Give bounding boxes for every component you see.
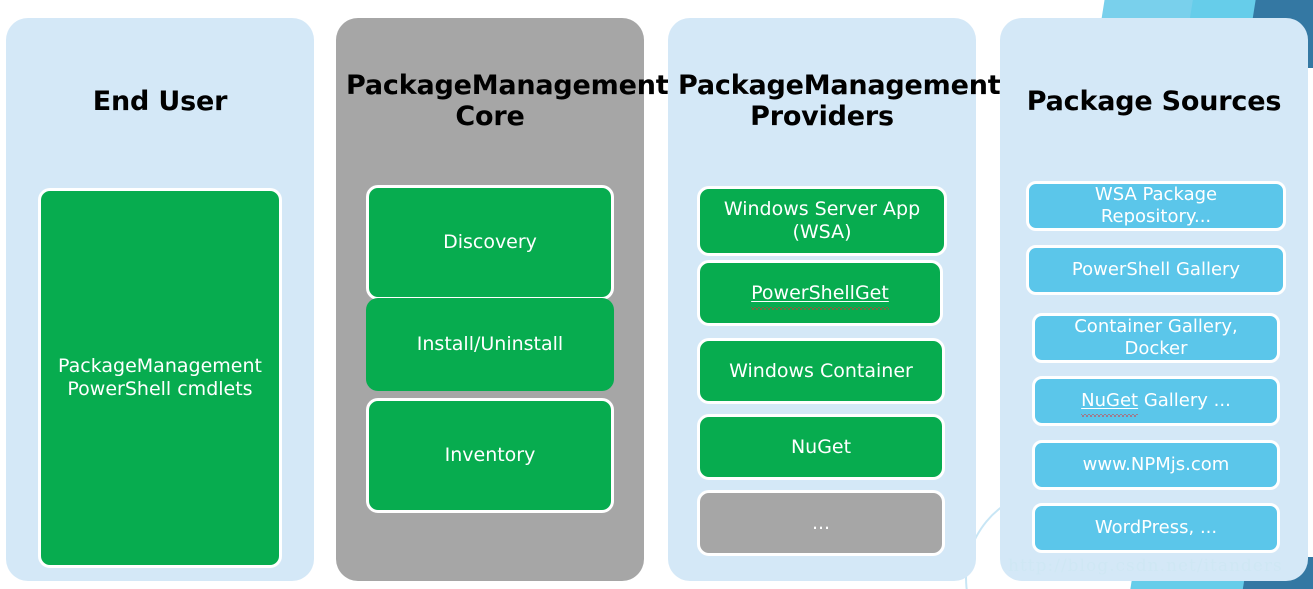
box-powershellget[interactable]: PowerShellGet xyxy=(697,260,943,326)
column-packagemanagement-core: PackageManagement Core Discovery Install… xyxy=(336,18,669,581)
column-title-packagemanagement-providers: PackageManagement Providers xyxy=(678,70,1001,133)
column-package-sources: Package Sources WSA Package Repository..… xyxy=(1000,18,1308,581)
box-more-providers[interactable]: ... xyxy=(697,490,945,556)
column-packagemanagement-providers: PackageManagement Providers Windows Serv… xyxy=(668,18,1001,581)
column-end-user: End User PackageManagement PowerShell cm… xyxy=(6,18,314,581)
watermark-url: http://blog.csdn.net/itanders xyxy=(1008,556,1283,576)
box-wordpress[interactable]: WordPress, ... xyxy=(1032,503,1280,553)
misspelled-word-nuget: NuGet xyxy=(1081,390,1139,412)
box-npmjs[interactable]: www.NPMjs.com xyxy=(1032,440,1280,490)
box-powershellget-label: PowerShellGet xyxy=(751,281,889,311)
box-nuget-gallery-label: NuGet Gallery ... xyxy=(1081,390,1231,412)
column-title-packagemanagement-core: PackageManagement Core xyxy=(346,70,669,133)
column-title-package-sources: Package Sources xyxy=(1026,86,1282,117)
box-discovery[interactable]: Discovery xyxy=(366,185,614,300)
column-title-end-user: End User xyxy=(92,86,228,117)
box-container-gallery-docker[interactable]: Container Gallery, Docker xyxy=(1032,313,1280,363)
box-windows-server-app-wsa[interactable]: Windows Server App (WSA) xyxy=(697,186,947,256)
box-nuget-gallery[interactable]: NuGet Gallery ... xyxy=(1032,376,1280,426)
box-windows-container[interactable]: Windows Container xyxy=(697,338,945,404)
box-inventory[interactable]: Inventory xyxy=(366,398,614,513)
box-nuget[interactable]: NuGet xyxy=(697,414,945,480)
box-install-uninstall[interactable]: Install/Uninstall xyxy=(366,298,614,391)
box-wsa-package-repository[interactable]: WSA Package Repository... xyxy=(1026,181,1286,231)
box-packagemanagement-powershell-cmdlets[interactable]: PackageManagement PowerShell cmdlets xyxy=(38,188,282,568)
box-powershell-gallery[interactable]: PowerShell Gallery xyxy=(1026,245,1286,295)
